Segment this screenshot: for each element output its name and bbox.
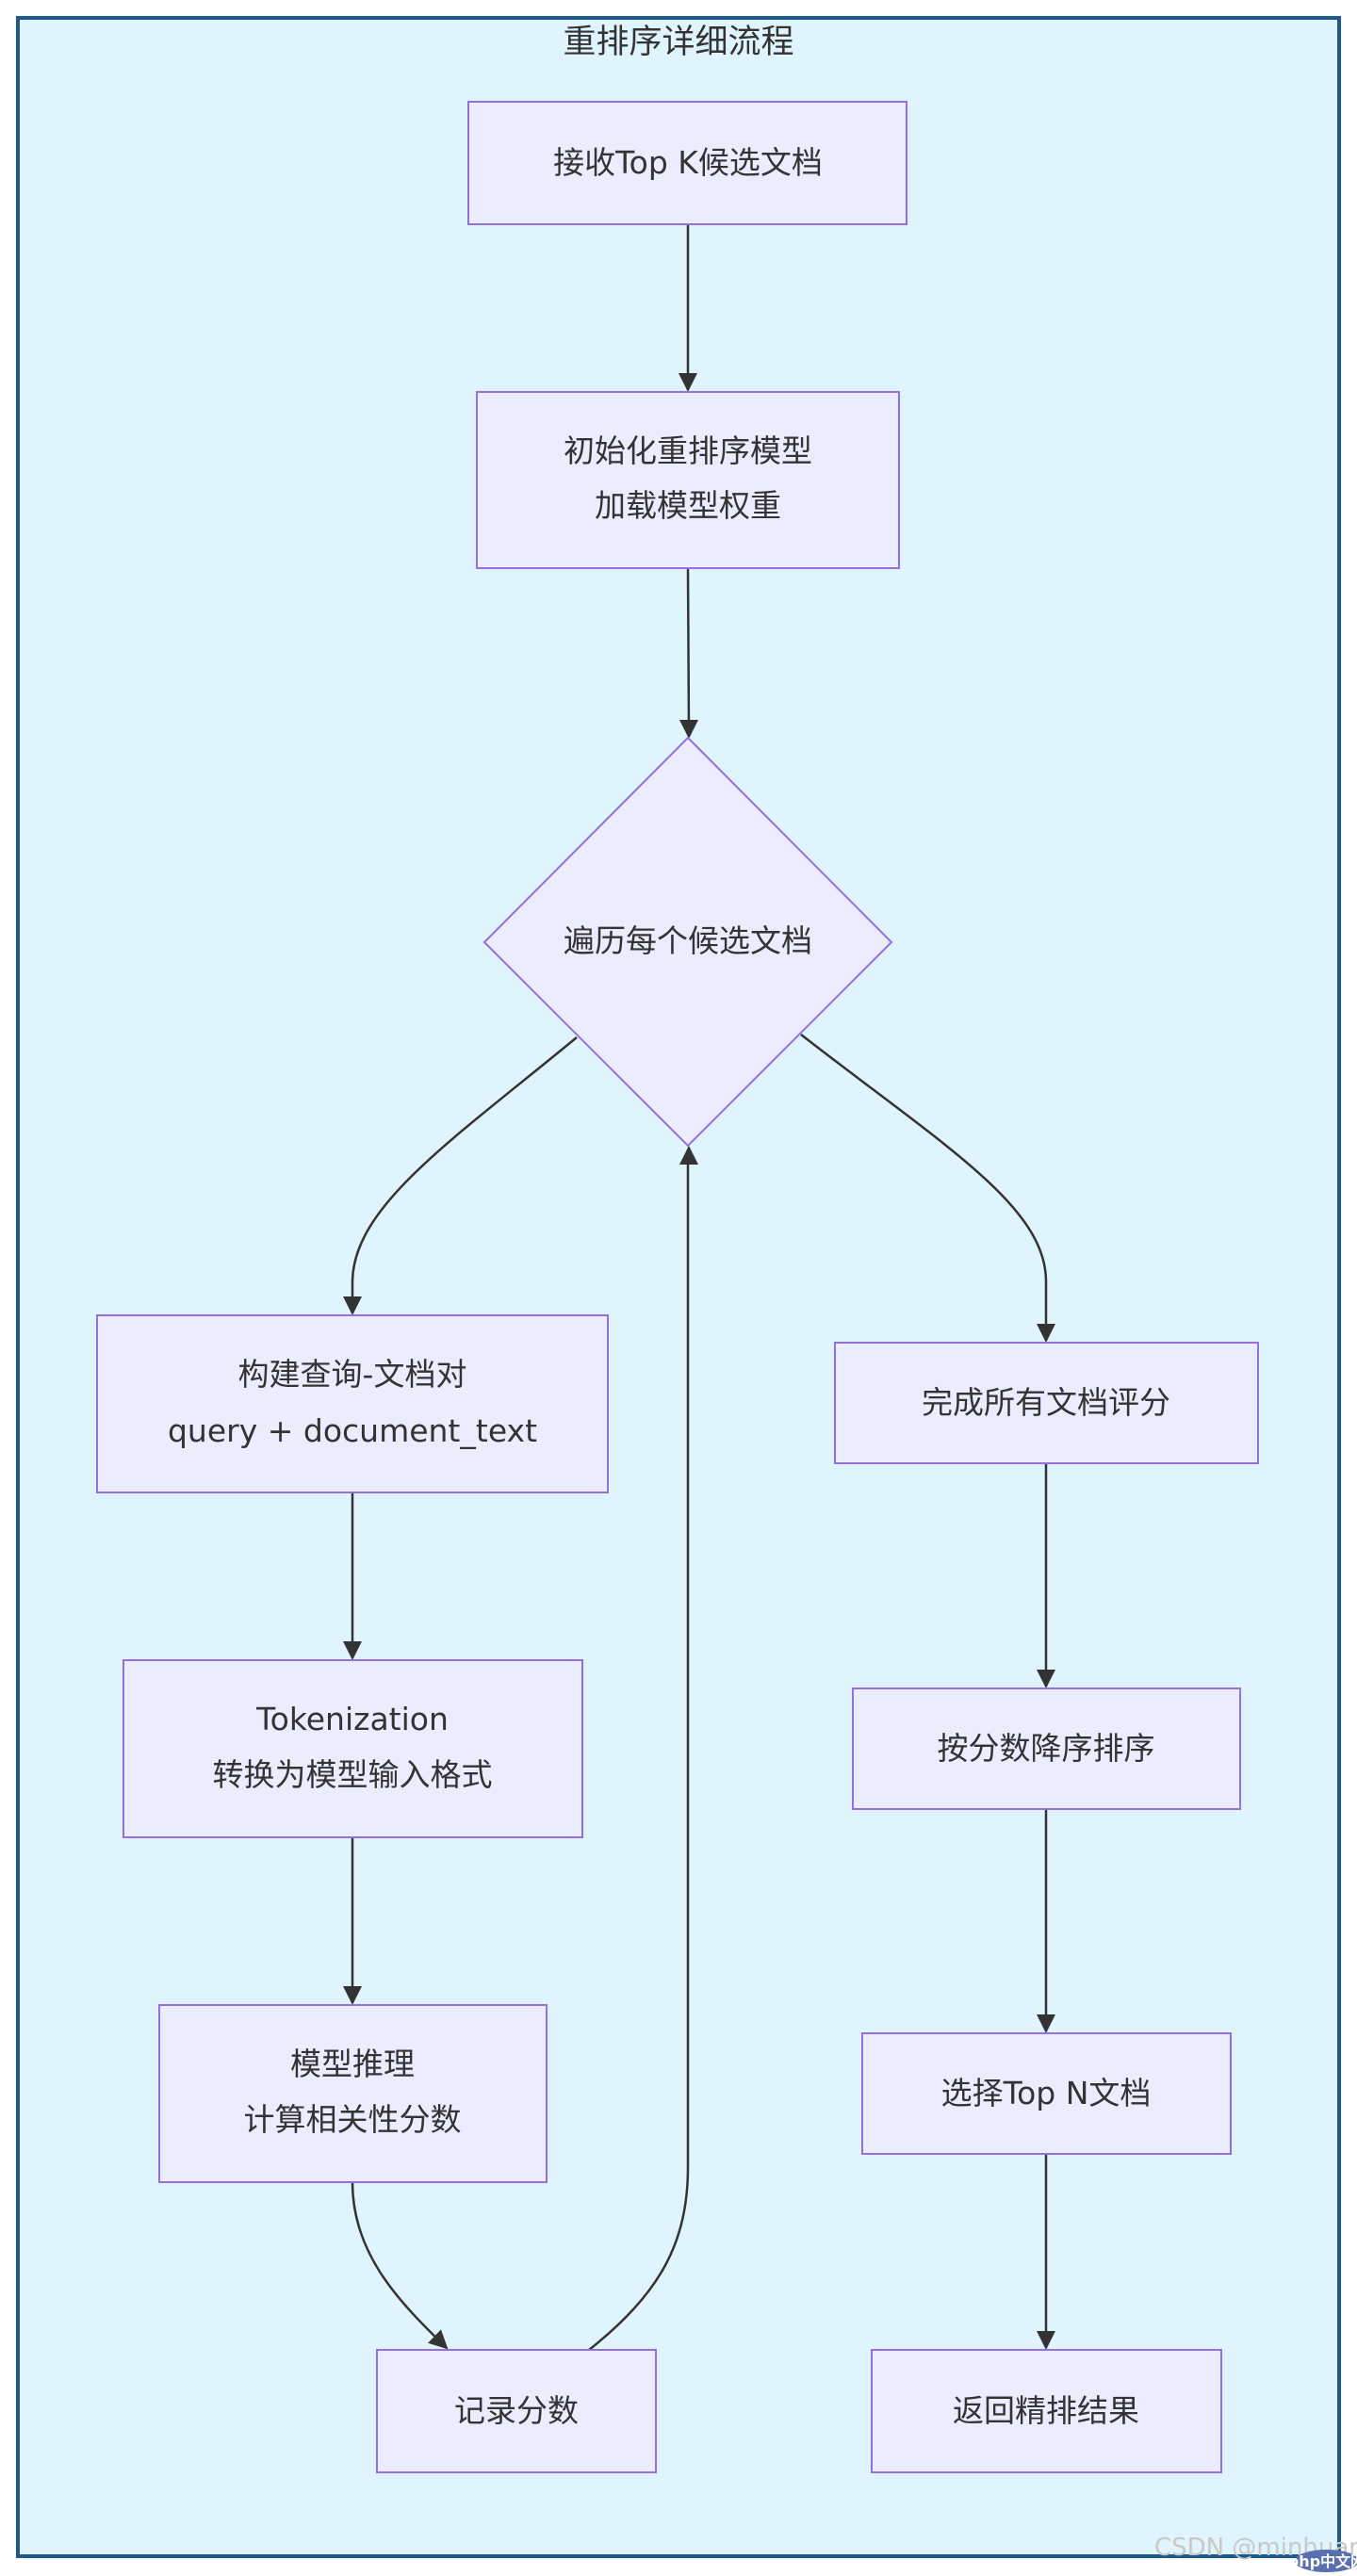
node-tokenize: Tokenization 转换为模型输入格式 [123, 1659, 583, 1838]
node-tokenize-line-1: Tokenization [255, 1701, 449, 1737]
node-sort-label: 按分数降序排序 [938, 1730, 1155, 1767]
node-init-line-2: 加载模型权重 [595, 487, 781, 524]
node-loop-label: 遍历每个候选文档 [564, 922, 812, 959]
node-loop-decision: 遍历每个候选文档 [482, 736, 893, 1148]
node-finish-label: 完成所有文档评分 [922, 1384, 1170, 1421]
subgraph-title: 重排序详细流程 [563, 24, 793, 61]
node-record-label: 记录分数 [454, 2392, 579, 2429]
node-finish: 完成所有文档评分 [834, 1342, 1259, 1464]
node-infer-line-2: 计算相关性分数 [244, 2101, 462, 2138]
node-tokenize-line-2: 转换为模型输入格式 [213, 1756, 493, 1793]
node-result-label: 返回精排结果 [953, 2392, 1139, 2429]
node-select: 选择Top N文档 [861, 2032, 1232, 2155]
node-infer-line-1: 模型推理 [290, 2046, 415, 2082]
edge-record-loop [588, 1146, 698, 2351]
node-init-line-1: 初始化重排序模型 [564, 432, 812, 469]
node-sort: 按分数降序排序 [852, 1687, 1241, 1810]
node-receive-label: 接收Top K候选文档 [553, 144, 823, 181]
watermark-badge-text: php中文网 [1288, 2552, 1357, 2570]
node-record: 记录分数 [376, 2349, 657, 2473]
watermark-badge: php中文网 [1288, 2550, 1357, 2572]
edge-init-loop [678, 567, 698, 739]
node-init: 初始化重排序模型 加载模型权重 [476, 391, 900, 569]
node-pair-line-1: 构建查询-文档对 [238, 1356, 467, 1393]
node-select-label: 选择Top N文档 [941, 2075, 1152, 2111]
node-pair: 构建查询-文档对 query + document_text [96, 1314, 609, 1493]
node-infer: 模型推理 计算相关性分数 [158, 2004, 548, 2183]
edge-loop-finish [800, 1034, 1055, 1343]
node-pair-line-2: query + document_text [168, 1412, 537, 1449]
node-receive: 接收Top K候选文档 [467, 101, 907, 225]
node-result: 返回精排结果 [871, 2349, 1222, 2473]
edge-infer-record [351, 2181, 449, 2350]
edges [343, 224, 1055, 2351]
edge-loop-pair [343, 1036, 578, 1315]
